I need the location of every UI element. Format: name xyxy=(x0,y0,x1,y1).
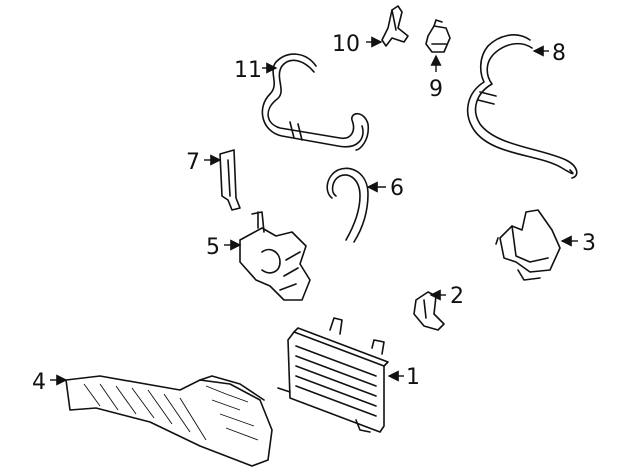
part-2-bracket[interactable] xyxy=(413,291,445,331)
part-1-oil-cooler[interactable] xyxy=(277,317,389,433)
callout-5: 5 xyxy=(206,235,220,260)
part-11-hose[interactable] xyxy=(261,53,370,151)
part-3-solenoid[interactable] xyxy=(495,209,561,281)
callout-1: 1 xyxy=(406,365,420,390)
callout-8: 8 xyxy=(552,41,566,66)
callout-2: 2 xyxy=(450,284,464,309)
callout-10: 10 xyxy=(332,32,360,57)
part-8-hose[interactable] xyxy=(466,34,578,179)
callout-6: 6 xyxy=(390,176,404,201)
part-6-hose[interactable] xyxy=(326,167,369,243)
callout-3: 3 xyxy=(582,231,596,256)
callout-11: 11 xyxy=(234,58,262,83)
part-7-sleeve[interactable] xyxy=(219,149,241,211)
callout-9: 9 xyxy=(429,77,443,102)
callout-4: 4 xyxy=(32,370,46,395)
part-5-valve-assembly[interactable] xyxy=(239,211,311,301)
part-9-valve[interactable] xyxy=(425,19,451,53)
leader-lines xyxy=(50,36,578,386)
part-4-air-duct[interactable] xyxy=(65,375,273,467)
callout-7: 7 xyxy=(186,150,200,175)
part-10-bracket[interactable] xyxy=(381,5,409,47)
